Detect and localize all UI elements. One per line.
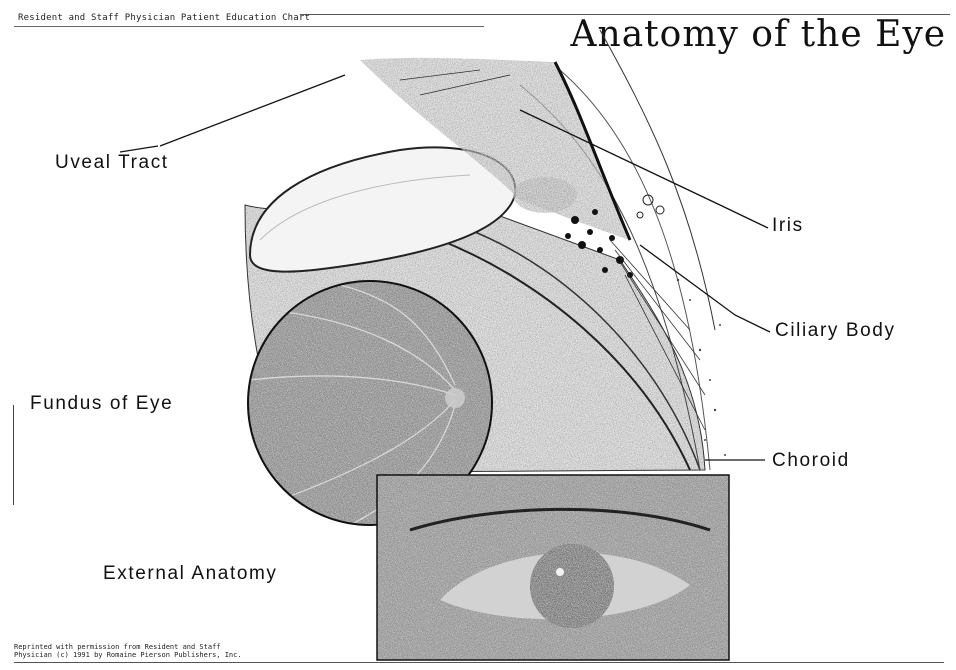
label-uveal-tract: Uveal Tract bbox=[55, 152, 169, 174]
external-eye-photo bbox=[377, 475, 729, 660]
label-iris: Iris bbox=[772, 215, 804, 237]
left-margin-mark bbox=[13, 405, 14, 505]
label-choroid: Choroid bbox=[772, 450, 850, 472]
credit-line-2: Physician (c) 1991 by Romaine Pierson Pu… bbox=[14, 651, 242, 659]
label-ciliary-body: Ciliary Body bbox=[775, 320, 896, 342]
label-external-anatomy: External Anatomy bbox=[103, 563, 278, 585]
credit-footnote: Reprinted with permission from Resident … bbox=[14, 643, 242, 659]
bottom-rule bbox=[14, 662, 944, 663]
label-fundus: Fundus of Eye bbox=[30, 393, 173, 415]
credit-line-1: Reprinted with permission from Resident … bbox=[14, 643, 221, 651]
